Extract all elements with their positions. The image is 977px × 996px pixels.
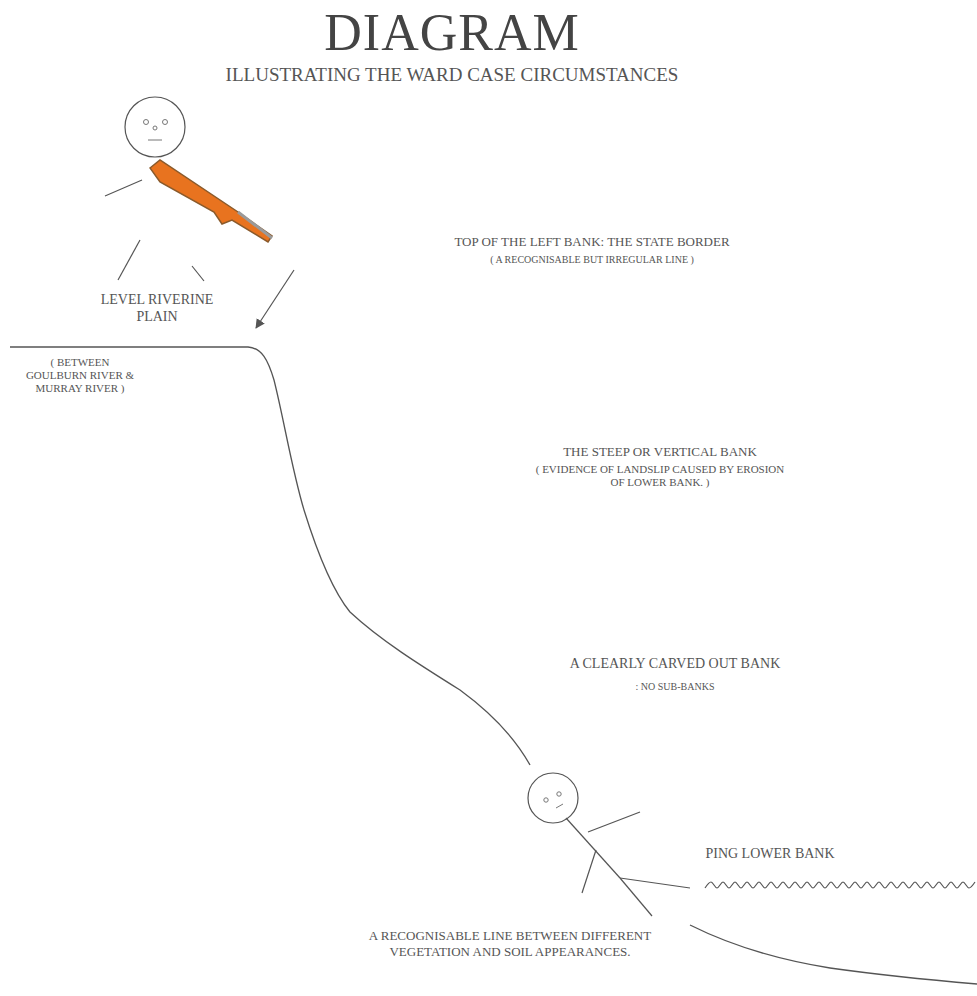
annotation-label: TOP OF THE LEFT BANK: THE STATE BORDER bbox=[454, 234, 729, 250]
annotation-label: PING LOWER BANK bbox=[705, 846, 834, 863]
figure-leg bbox=[582, 850, 596, 893]
diagram-title: DIAGRAM bbox=[324, 2, 579, 64]
annotation-label: A RECOGNISABLE LINE BETWEEN DIFFERENT VE… bbox=[360, 928, 660, 959]
river-bank-profile bbox=[10, 347, 530, 765]
figure-body bbox=[566, 818, 620, 878]
figure-eye bbox=[163, 120, 168, 125]
river-bank-profile bbox=[690, 925, 977, 984]
figure-leg bbox=[620, 878, 652, 916]
annotation-label: : NO SUB-BANKS bbox=[636, 681, 715, 693]
figure-eye bbox=[544, 798, 548, 802]
annotation-label: ( EVIDENCE OF LANDSLIP CAUSED BY EROSION… bbox=[535, 463, 785, 489]
annotation-label: ( A RECOGNISABLE BUT IRREGULAR LINE ) bbox=[490, 254, 694, 266]
figure-nose bbox=[153, 126, 157, 130]
annotation-label: LEVEL RIVERINE PLAIN bbox=[87, 292, 227, 326]
rifle-barrel bbox=[238, 212, 272, 238]
figure-arm bbox=[620, 878, 690, 888]
pointer-arrow bbox=[256, 270, 294, 328]
figure-head bbox=[528, 773, 578, 823]
subtitle: ILLUSTRATING THE WARD CASE CIRCUMSTANCES bbox=[226, 64, 679, 87]
annotation-label: A CLEARLY CARVED OUT BANK bbox=[570, 656, 781, 673]
annotation-label: THE STEEP OR VERTICAL BANK bbox=[563, 444, 757, 460]
rifle-symbol bbox=[150, 160, 272, 242]
figure-head bbox=[125, 97, 185, 157]
figure-eye bbox=[144, 120, 149, 125]
figure-arm bbox=[105, 180, 142, 196]
figure-leg bbox=[192, 266, 204, 281]
water-line bbox=[705, 882, 975, 888]
figure-arm bbox=[588, 812, 640, 832]
figure-mouth bbox=[556, 804, 563, 808]
figure-leg bbox=[118, 240, 140, 280]
annotation-label: ( BETWEEN GOULBURN RIVER & MURRAY RIVER … bbox=[25, 356, 135, 396]
figure-eye bbox=[557, 792, 561, 796]
figure-mouth bbox=[148, 140, 162, 141]
